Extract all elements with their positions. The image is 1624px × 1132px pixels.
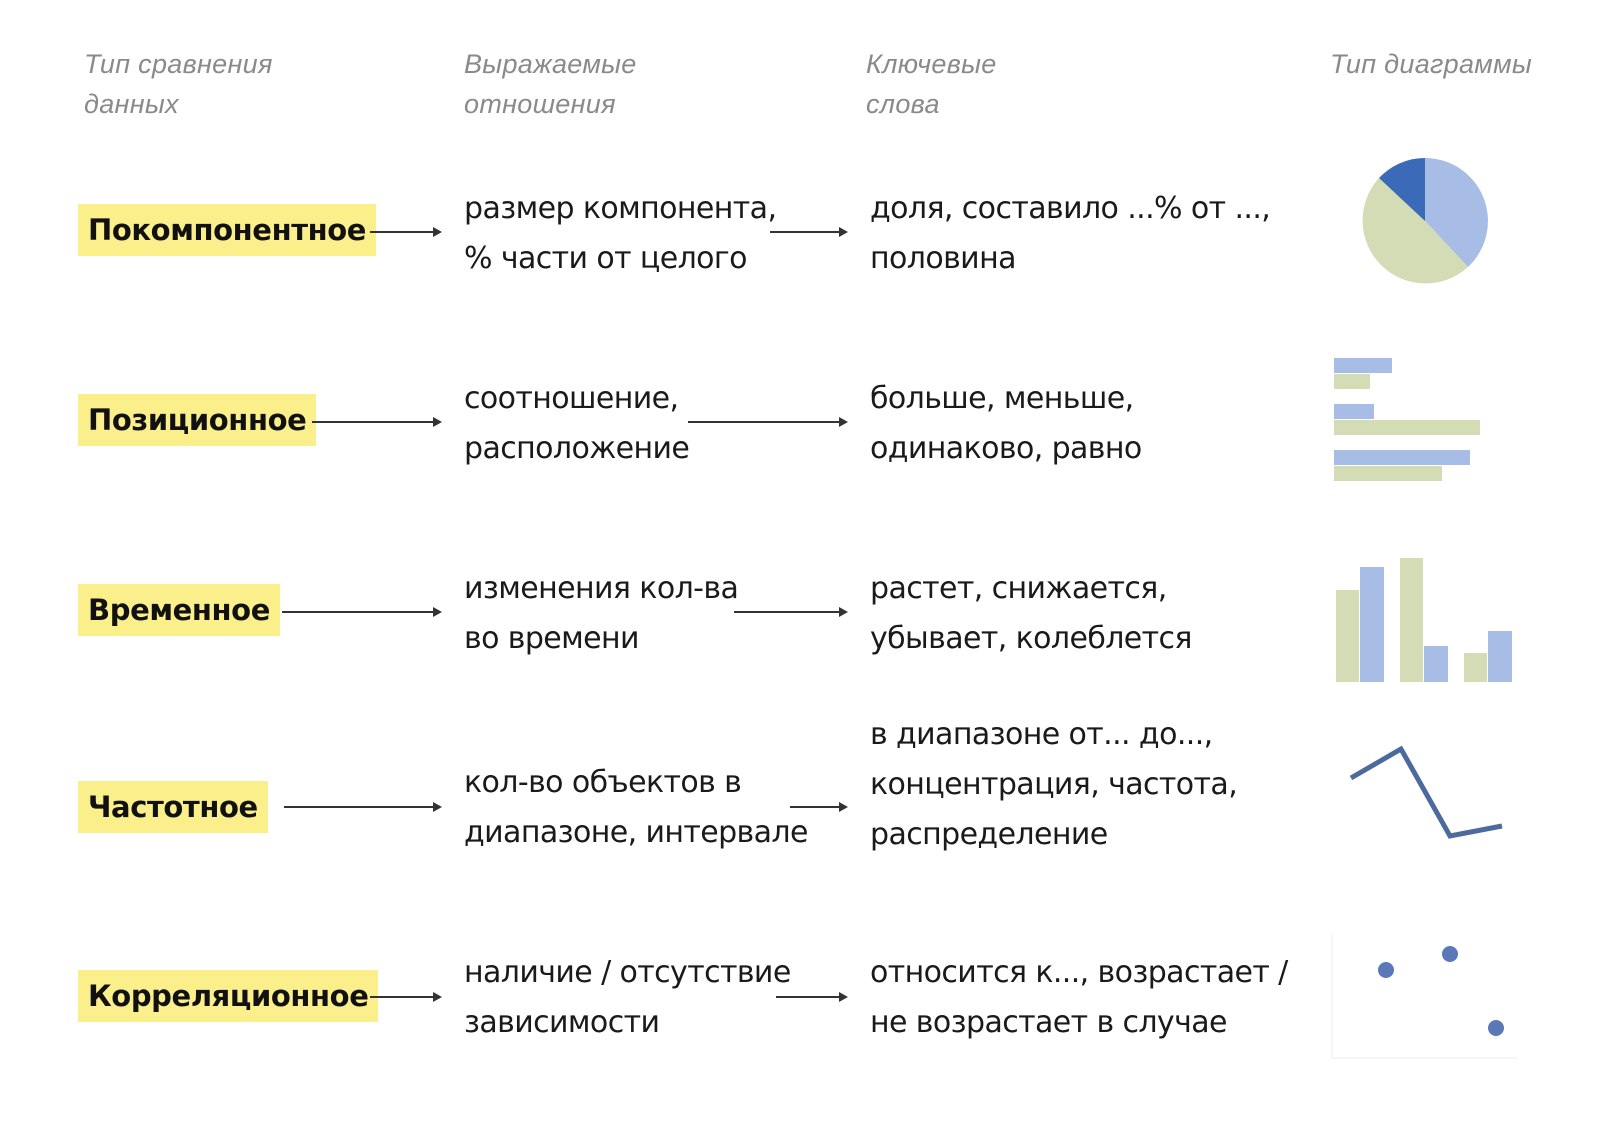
scatter-chart-icon xyxy=(1331,934,1518,1059)
arrow-icon xyxy=(312,417,442,427)
row-frequency: Частотное кол-во объектов в диапазоне, и… xyxy=(0,710,1624,880)
type-tag: Покомпонентное xyxy=(78,204,377,256)
type-tag: Частотное xyxy=(78,781,268,833)
header-comparison-type: Тип сравнения данных xyxy=(84,49,273,119)
column-chart-icon xyxy=(1336,558,1512,682)
keywords-text: в диапазоне от... до..., концентрация, ч… xyxy=(870,717,1238,852)
relations-text: соотношение, расположение xyxy=(464,381,690,466)
line-chart-icon xyxy=(1349,745,1503,839)
keywords-text: больше, меньше, одинаково, равно xyxy=(870,381,1142,466)
relations-text: наличие / отсутствие зависимости xyxy=(464,955,791,1040)
relations-text: размер компонента, % части от целого xyxy=(464,191,777,276)
arrow-icon xyxy=(790,802,848,812)
arrow-icon xyxy=(370,992,442,1002)
keywords-text: доля, составило ...% от ..., половина xyxy=(870,191,1271,276)
arrow-icon xyxy=(734,607,848,617)
arrow-icon xyxy=(370,227,442,237)
pie-chart-icon xyxy=(1362,158,1488,284)
keywords-text: растет, снижается, убывает, колеблется xyxy=(870,571,1192,656)
keywords-text: относится к..., возрастает / не возраста… xyxy=(870,955,1288,1040)
row-positional: Позиционное соотношение, расположение бо… xyxy=(0,330,1624,500)
row-correlation: Корреляционное наличие / отсутствие зави… xyxy=(0,900,1624,1070)
arrow-icon xyxy=(776,992,848,1002)
row-temporal: Временное изменения кол-ва во времени ра… xyxy=(0,520,1624,690)
relations-text: кол-во объектов в диапазоне, интервале xyxy=(464,765,808,850)
type-tag: Позиционное xyxy=(78,394,317,446)
header-keywords: Ключевые слова xyxy=(866,49,997,119)
arrow-icon xyxy=(688,417,848,427)
arrow-icon xyxy=(284,802,442,812)
header-chart-type: Тип диаграммы xyxy=(1330,49,1533,79)
relations-text: изменения кол-ва во времени xyxy=(464,571,739,656)
horizontal-bar-chart-icon xyxy=(1334,358,1480,481)
type-tag: Корреляционное xyxy=(78,970,379,1022)
arrow-icon xyxy=(770,227,848,237)
row-component: Покомпонентное размер компонента, % част… xyxy=(0,140,1624,310)
header-relations: Выражаемые отношения xyxy=(464,49,637,119)
type-tag: Временное xyxy=(78,584,280,636)
arrow-icon xyxy=(282,607,442,617)
